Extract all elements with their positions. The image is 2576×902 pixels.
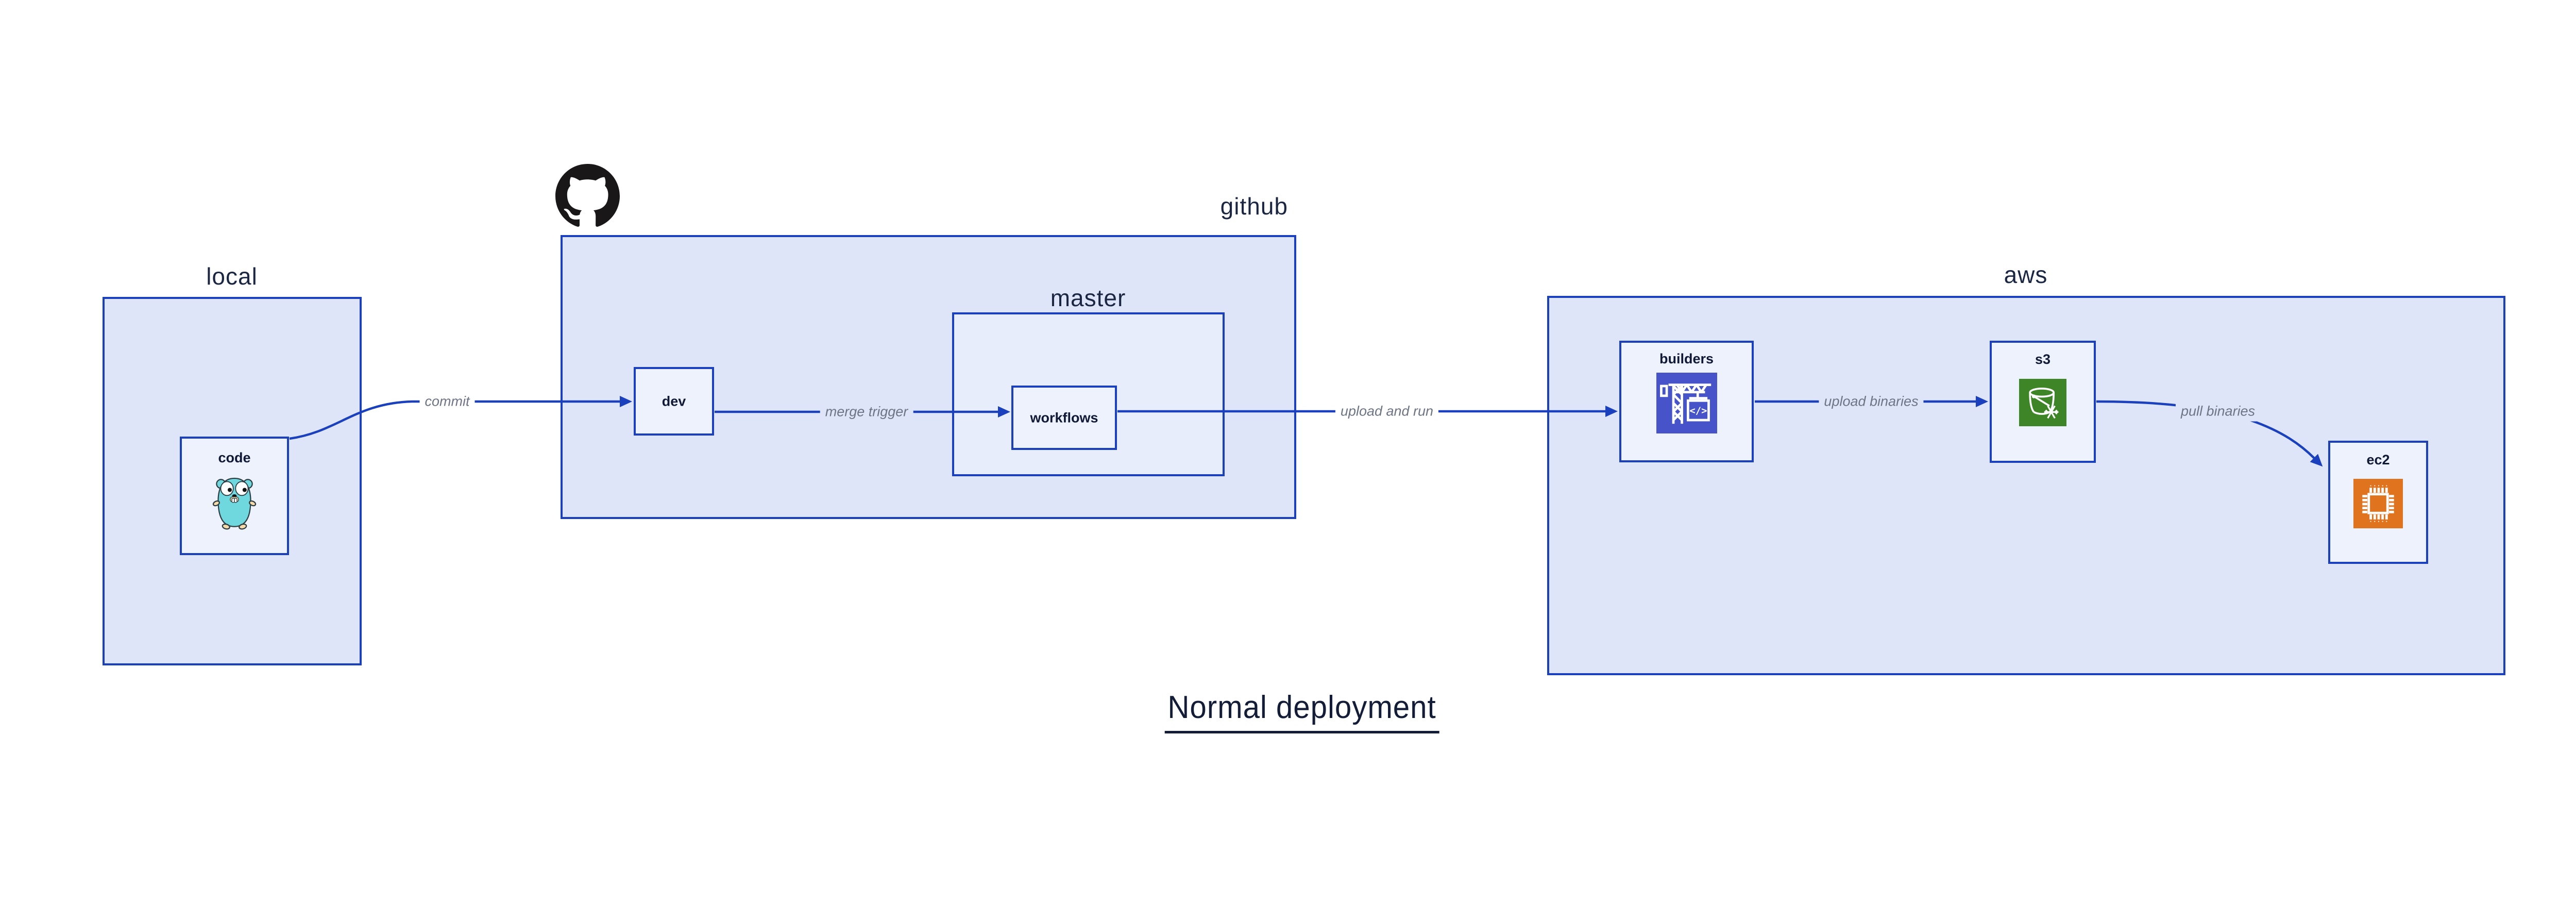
svg-text:</>: </> [1689, 405, 1707, 416]
edge-label-upload-binaries: upload binaries [1819, 391, 1924, 412]
node-dev: dev [634, 367, 714, 436]
group-label-github: github [1220, 193, 1288, 220]
go-gopher-icon [211, 473, 258, 533]
node-label-builders: builders [1659, 351, 1714, 366]
github-octocat-icon [555, 164, 620, 228]
s3-glacier-bucket-icon [2019, 379, 2066, 429]
node-label-ec2: ec2 [2366, 452, 2390, 467]
diagram-title: Normal deployment [1164, 689, 1439, 733]
node-label-workflows: workflows [1030, 410, 1098, 425]
codebuild-crane-icon: </> [1656, 373, 1717, 436]
node-s3: s3 [1990, 341, 2096, 463]
node-label-code: code [218, 450, 251, 465]
node-code: code [180, 437, 289, 555]
group-label-aws: aws [2004, 261, 2048, 288]
edge-label-upload-and-run: upload and run [1335, 401, 1439, 422]
node-workflows: workflows [1011, 386, 1117, 450]
edge-label-commit: commit [419, 391, 475, 412]
node-label-s3: s3 [2035, 352, 2051, 367]
node-ec2: ec2 [2328, 441, 2428, 564]
group-label-local: local [206, 263, 258, 290]
ec2-chip-icon [2353, 479, 2403, 531]
edge-label-merge-trigger: merge trigger [820, 402, 913, 422]
node-label-dev: dev [662, 393, 686, 409]
node-builders: builders </> [1619, 341, 1754, 462]
edge-label-pull-binaries: pull binaries [2175, 401, 2261, 422]
group-label-master: master [1050, 285, 1126, 311]
